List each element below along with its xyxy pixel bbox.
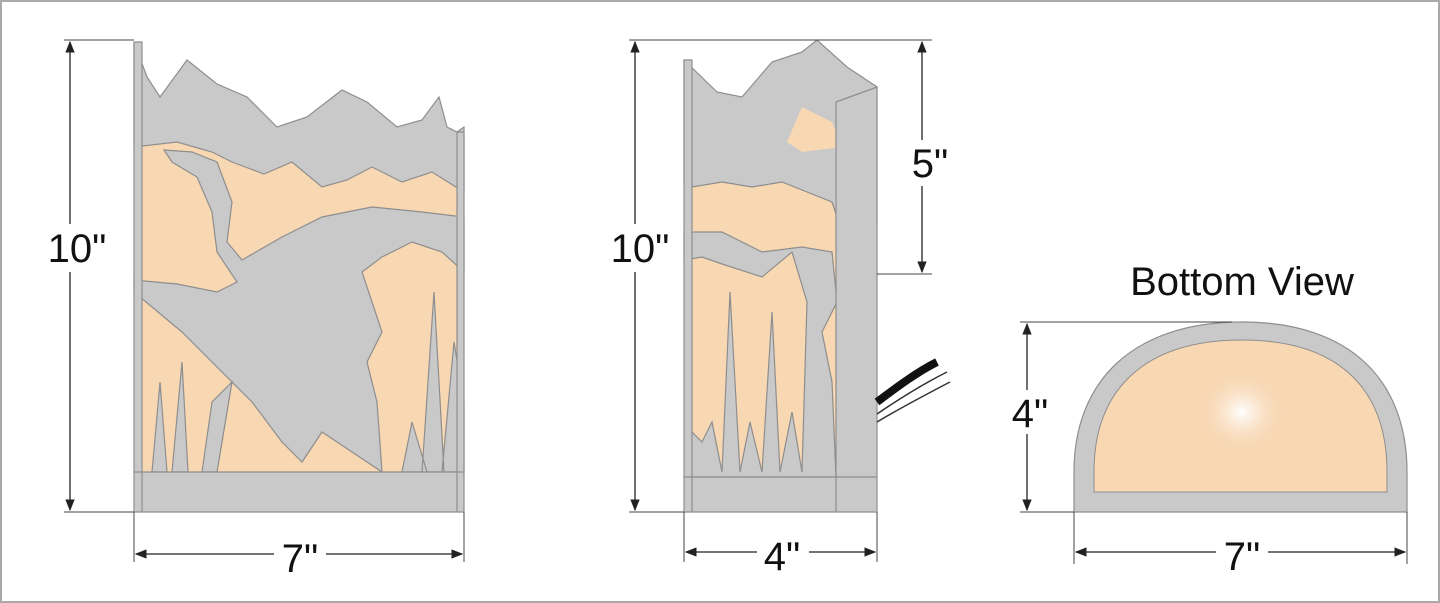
side-frame (683, 59, 878, 513)
bottom-width-label: 7" (1224, 535, 1260, 579)
front-width-dimension: 7" (133, 512, 465, 581)
side-width-dimension: 4" (683, 512, 878, 579)
bottom-depth-dimension: 4" (1005, 321, 1232, 513)
side-reeds (683, 231, 838, 478)
bottom-view-title: Bottom View (1130, 260, 1354, 304)
bottom-width-dimension: 7" (1073, 512, 1408, 579)
side-width-label: 4" (764, 535, 800, 579)
power-cord-wires (876, 371, 951, 423)
front-width-label: 7" (282, 537, 318, 581)
side-height-dimension: 10" (605, 39, 932, 513)
front-view (133, 41, 465, 513)
side-view (683, 39, 951, 513)
side-upper-label: 5" (912, 142, 948, 186)
bottom-view (1073, 321, 1408, 513)
side-height-label: 10" (611, 227, 670, 271)
front-height-dimension: 10" (42, 39, 134, 513)
power-cord (874, 358, 939, 406)
bulb-glow (1197, 370, 1287, 454)
front-height-label: 10" (48, 227, 107, 271)
bottom-depth-label: 4" (1012, 392, 1048, 436)
front-reeds (151, 291, 465, 473)
front-bird-silhouette (133, 149, 465, 474)
side-upper-dimension: 5" (877, 40, 954, 275)
